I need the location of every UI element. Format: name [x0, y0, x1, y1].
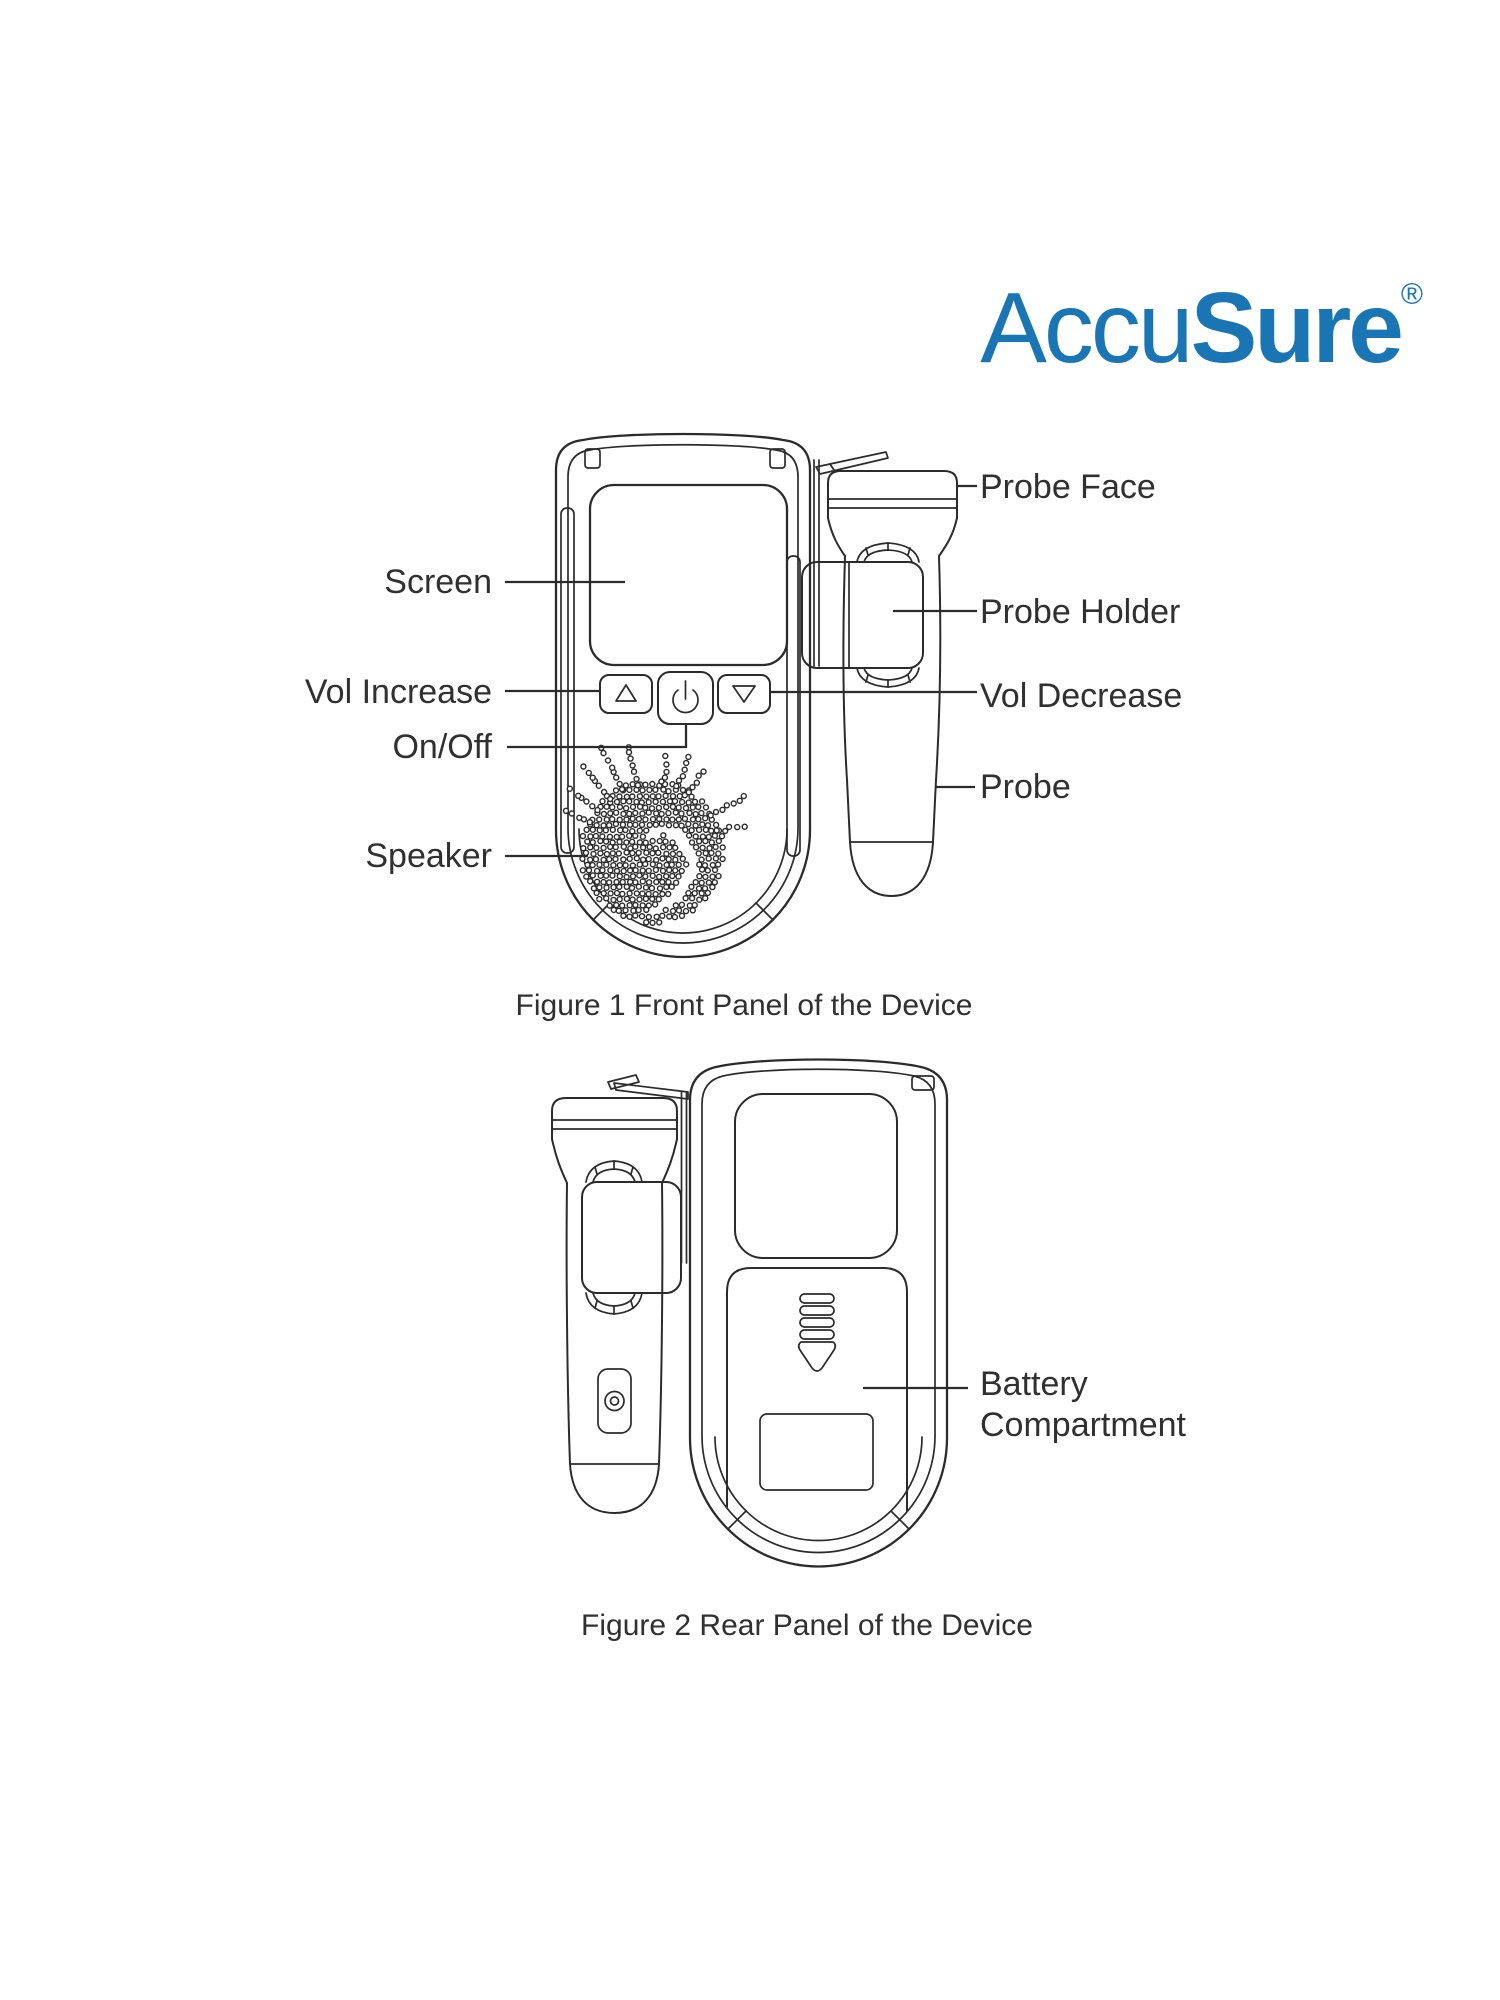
probe-side-button	[597, 1368, 632, 1434]
fig2-probe-neck-right	[661, 1138, 678, 1184]
label-battery-line1: Battery	[980, 1365, 1088, 1403]
fig2-label-recess	[759, 1413, 874, 1491]
label-vol-increase: Vol Increase	[304, 673, 492, 711]
up-triangle-icon	[615, 684, 637, 702]
battery-door-arrow-icon	[797, 1341, 837, 1372]
fig1-device-body	[554, 432, 812, 959]
probe-holder-strap-ticks	[865, 542, 911, 688]
fig2-device-seam	[701, 1068, 936, 1554]
battery-door	[726, 1267, 908, 1512]
figure2-caption: Figure 2 Rear Panel of the Device	[581, 1609, 1033, 1642]
registered-trademark-icon: ®	[1400, 278, 1423, 311]
fig2-probe-body-left	[565, 1182, 571, 1465]
probe-tip-dome	[849, 841, 934, 897]
vol-increase-button	[599, 674, 653, 714]
probe-body-right	[932, 555, 942, 843]
fig2-holder-strap-ticks	[594, 1160, 634, 1315]
probe-neck-right	[938, 517, 958, 557]
fig1-probe-hook	[815, 451, 889, 475]
vol-decrease-button	[717, 674, 771, 714]
fig2-probe-holder-plate	[581, 1181, 682, 1294]
battery-door-ridge3	[799, 1317, 835, 1328]
figure2-rear-panel-drawing	[551, 1058, 968, 1568]
label-probe: Probe	[980, 768, 1071, 806]
label-probe-holder: Probe Holder	[980, 593, 1181, 631]
fig1-rim-tick-right	[755, 902, 774, 921]
battery-door-ridge2	[799, 1305, 835, 1316]
probe-side-button-ring	[604, 1390, 625, 1412]
fig2-probe-face	[551, 1097, 678, 1140]
probe-holder-strap-top-inner	[863, 549, 913, 563]
fig2-probe-body-right	[658, 1182, 664, 1465]
probe-holder-strap-bottom-inner	[863, 667, 913, 681]
battery-door-ridge4	[799, 1329, 835, 1340]
fig1-notch-left	[584, 448, 601, 469]
fig2-probe-neck-left	[551, 1138, 568, 1184]
speaker-grille	[562, 744, 748, 926]
figure1-front-panel-drawing	[505, 432, 977, 959]
fig1-right-rail	[786, 555, 801, 857]
label-screen: Screen	[384, 563, 492, 601]
fig2-rim-tick-left	[727, 1510, 747, 1530]
fig2-holder-strap-bottom-inner	[592, 1292, 636, 1307]
fig2-notch-right	[911, 1075, 935, 1091]
fig2-device-body	[688, 1058, 949, 1568]
figure1-caption: Figure 1 Front Panel of the Device	[515, 989, 973, 1022]
label-vol-decrease: Vol Decrease	[980, 677, 1183, 715]
fig2-rim-tick-right	[890, 1510, 910, 1530]
battery-door-ridge1	[799, 1293, 835, 1304]
label-probe-face: Probe Face	[980, 468, 1156, 506]
logo-text-regular: Accu	[980, 272, 1193, 384]
label-battery-line2: Compartment	[980, 1406, 1186, 1444]
fig1-left-rail	[560, 507, 575, 854]
probe-face-shape	[827, 470, 958, 519]
fig1-probe-hook-fold	[829, 463, 835, 471]
fig2-probe-tip-dome	[569, 1463, 660, 1514]
label-battery-compartment: Battery Compartment	[980, 1364, 1186, 1446]
label-speaker: Speaker	[365, 837, 492, 875]
accusure-logo: AccuSure®	[980, 278, 1423, 378]
fig2-top-recess	[734, 1093, 898, 1259]
fig1-notch-right	[769, 448, 786, 469]
logo-text-bold: Sure	[1190, 272, 1404, 384]
probe-body-left	[842, 555, 851, 843]
power-icon	[672, 689, 699, 714]
on-off-leader	[507, 724, 688, 749]
fig1-screen	[588, 483, 789, 667]
label-on-off: On/Off	[392, 728, 492, 766]
fig2-holder-strap-top-inner	[592, 1168, 636, 1183]
fig1-device-seam	[567, 443, 799, 944]
fig2-probe-hook-fold	[607, 1074, 640, 1090]
probe-holder-plate	[801, 561, 924, 669]
down-triangle-icon	[732, 685, 756, 703]
fig2-bottom-rim	[714, 1436, 923, 1542]
probe-neck-left	[827, 517, 846, 557]
probe-side-button-dot	[609, 1396, 620, 1406]
